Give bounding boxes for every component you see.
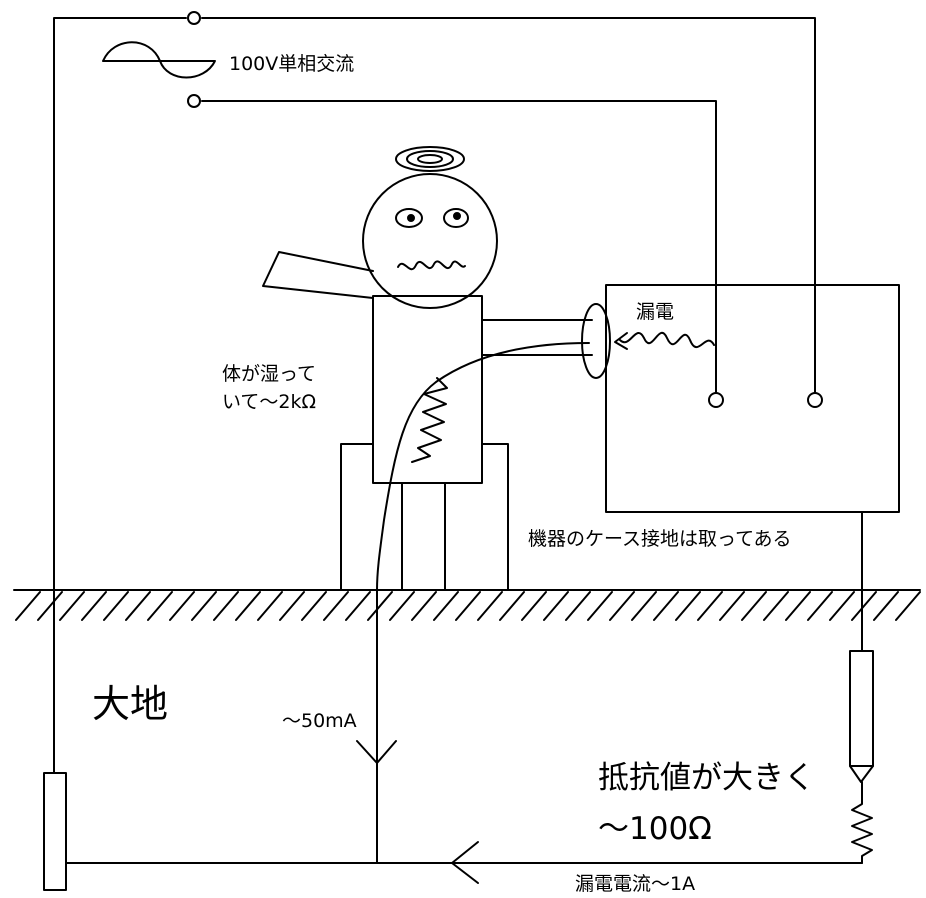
- head: [362, 173, 498, 309]
- legs: [340, 443, 509, 591]
- source-label: 100V単相交流: [229, 53, 355, 75]
- terminal-bottom: [187, 94, 201, 108]
- halo-ring-2: [406, 150, 454, 168]
- appliance: [605, 284, 900, 513]
- wire-top-live: [201, 17, 816, 393]
- ground-resistance-label-1: 抵抗値が大きく: [598, 760, 815, 796]
- leak-current-arrow: [451, 841, 479, 884]
- leakage-arrow: [614, 332, 628, 350]
- terminal-top: [187, 11, 201, 25]
- right-eye: [443, 208, 469, 228]
- torso: [372, 295, 483, 484]
- ac-sine-icon: [102, 41, 216, 79]
- left-pupil: [407, 214, 415, 222]
- body-current-label: 〜50mA: [282, 710, 357, 732]
- leak-current-label: 漏電電流〜1A: [575, 873, 696, 895]
- mouth: [397, 260, 466, 271]
- grounding: [43, 650, 874, 891]
- earth-label: 大地: [92, 682, 169, 726]
- ac-source: [102, 11, 216, 108]
- current-arrows: [356, 740, 479, 884]
- body-current-arrow: [356, 740, 397, 764]
- right-pupil: [453, 212, 461, 220]
- reaching-arm: [481, 319, 593, 356]
- appliance-case: [605, 284, 900, 513]
- person: [262, 146, 611, 591]
- left-ground-electrode: [43, 772, 67, 891]
- halo-ring-3: [417, 154, 443, 164]
- electrode-tip: [849, 765, 874, 783]
- body-resistance-label: 体が湿って いて〜2kΩ: [222, 363, 317, 413]
- raised-arm: [262, 251, 374, 299]
- leakage-squiggle: [619, 331, 715, 348]
- circuit-wires: [53, 17, 863, 864]
- appliance-terminal-left: [708, 392, 724, 408]
- ground-surface: [13, 589, 921, 621]
- ground-resistor-zigzag: [851, 781, 873, 864]
- body-resistor: [411, 377, 448, 463]
- leakage-label: 漏電: [636, 301, 675, 323]
- ground-hatching: [15, 591, 921, 621]
- appliance-terminal-right: [807, 392, 823, 408]
- case-ground-label: 機器のケース接地は取ってある: [528, 528, 792, 550]
- case-ground-electrode: [849, 650, 874, 767]
- hand: [581, 303, 611, 379]
- left-eye: [395, 208, 423, 228]
- current-path-in-body: [376, 342, 590, 591]
- halo: [395, 146, 465, 172]
- ground-resistance-label-2: 〜100Ω: [598, 811, 712, 847]
- wire-left-ground-return: [53, 17, 187, 774]
- wire-second-live: [201, 100, 717, 393]
